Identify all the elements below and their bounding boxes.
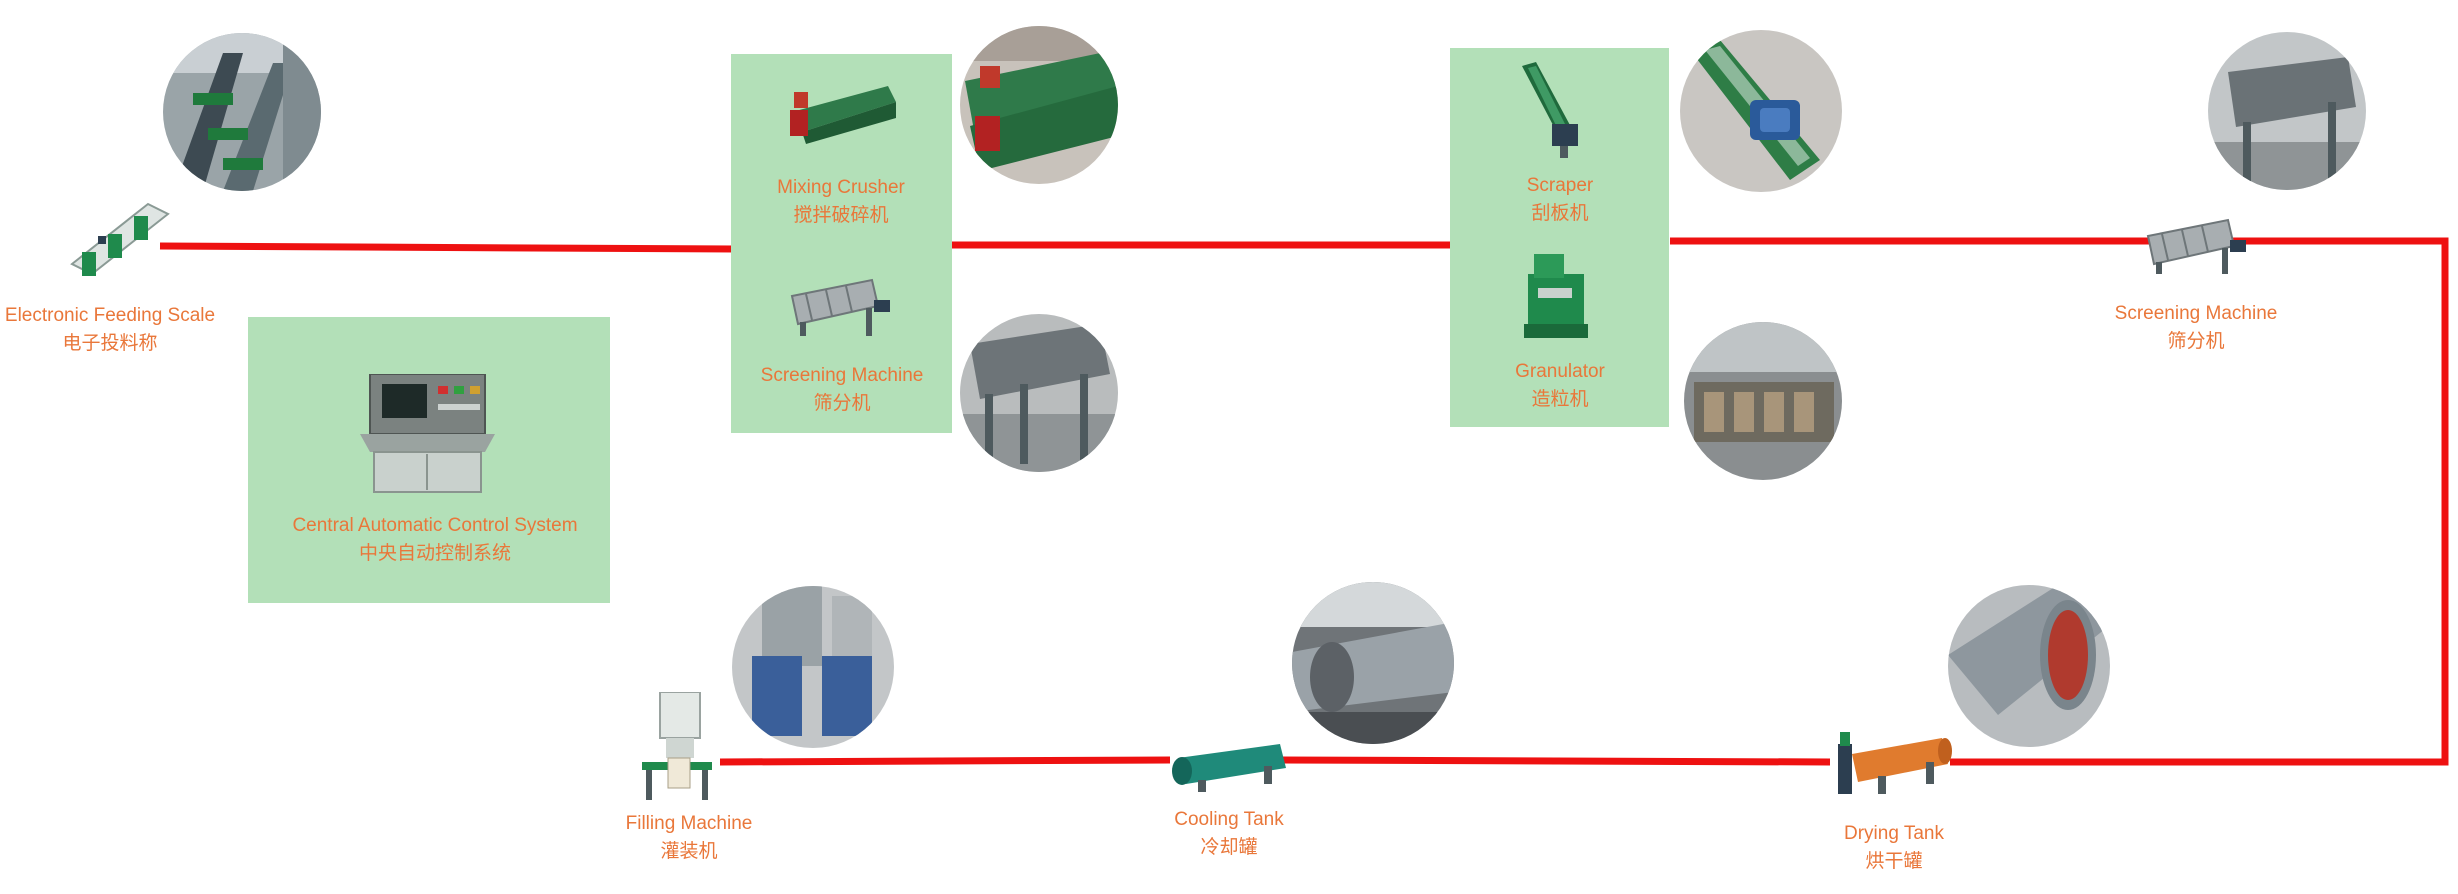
belt-scale-icon [68,196,172,280]
label-zh: 电子投料称 [62,332,158,354]
label-zh: 冷却罐 [1200,836,1258,858]
label-zh: 筛分机 [2167,330,2225,352]
photo-mixing-crusher [960,26,1118,184]
photo-granulator [1684,322,1842,480]
flow-path [1279,756,1831,766]
label-en: Drying Tank [1844,823,1944,844]
bagging-machine-icon [636,692,720,802]
drying-drum-icon [1838,724,1956,800]
label-filling-machine: Filling Machine 灌装机 [626,810,753,865]
label-en: Electronic Feeding Scale [4,305,216,326]
control-panel-icon [360,374,495,494]
label-en: Central Automatic Control System [292,515,578,536]
scraper-conveyor-icon [1516,62,1584,158]
label-zh: 刮板机 [1531,202,1589,224]
label-zh: 中央自动控制系统 [358,542,511,564]
label-en: Scraper [1526,175,1594,196]
label-en: Screening Machine [2114,303,2278,324]
label-drying-tank: Drying Tank 烘干罐 [1844,820,1944,875]
label-scraper: Scraper 刮板机 [1527,172,1594,227]
label-cooling-tank: Cooling Tank 冷却罐 [1174,806,1284,861]
label-en: Cooling Tank [1174,809,1284,830]
photo-screening-machine-2 [2208,32,2366,190]
label-screening-machine-2: Screening Machine 筛分机 [2115,300,2278,355]
flow-path [719,756,1171,766]
label-mixing-crusher: Mixing Crusher 搅拌破碎机 [777,174,905,229]
rotary-screen-icon [2140,214,2250,276]
photo-scraper [1680,30,1842,192]
label-zh: 搅拌破碎机 [793,204,889,226]
rotary-screen-icon [786,274,894,338]
photo-feeding-scale [163,33,321,191]
label-en: Screening Machine [760,365,924,386]
granulator-icon [1520,254,1592,340]
photo-screening-machine-1 [960,314,1118,472]
flow-path [1950,237,2449,766]
label-zh: 灌装机 [660,840,718,862]
label-zh: 筛分机 [813,392,871,414]
label-en: Granulator [1515,361,1605,382]
flow-path [159,242,736,253]
label-granulator: Granulator 造粒机 [1515,358,1605,413]
label-zh: 造粒机 [1531,388,1589,410]
photo-filling-machine [732,586,894,748]
label-control-system: Central Automatic Control System 中央自动控制系… [292,512,577,567]
photo-drying-tank [1948,585,2110,747]
label-en: Filling Machine [625,813,753,834]
photo-cooling-tank [1292,582,1454,744]
label-zh: 烘干罐 [1865,850,1923,872]
label-feeding-scale: Electronic Feeding Scale 电子投料称 [5,302,215,357]
label-en: Mixing Crusher [777,177,905,198]
label-screening-machine-1: Screening Machine 筛分机 [761,362,924,417]
mixing-crusher-icon [788,82,898,144]
cooling-drum-icon [1168,738,1294,792]
